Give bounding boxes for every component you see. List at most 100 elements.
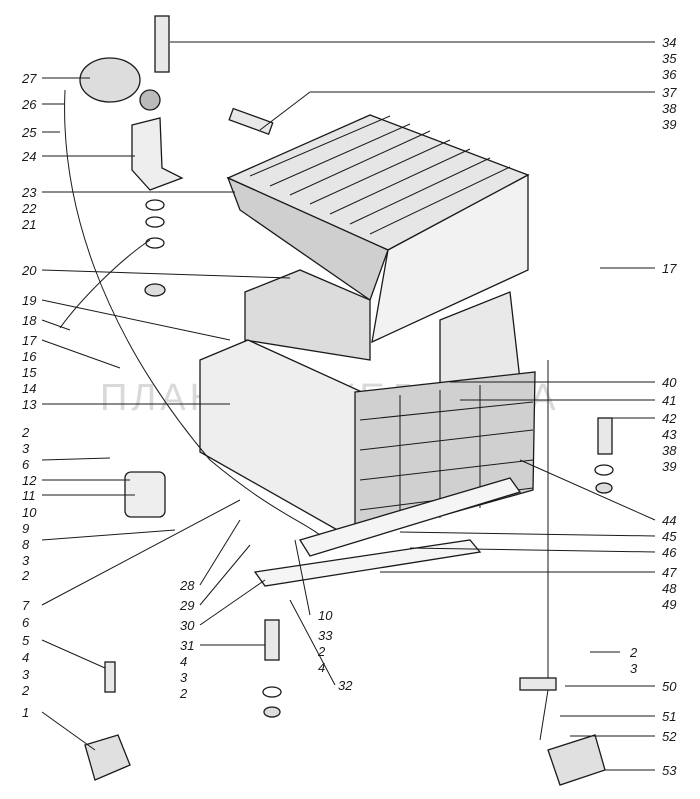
callout: 18 [22, 313, 37, 328]
callout: 10 [318, 608, 333, 623]
clamp-bolt [228, 107, 274, 135]
bolt-42 [597, 417, 613, 455]
lid-ribs [249, 115, 511, 235]
callout: 53 [662, 763, 677, 778]
callout: 4 [180, 654, 187, 669]
battery-box-lid-front [371, 173, 529, 344]
callout: 38 [662, 101, 677, 116]
callout: 3 [630, 661, 638, 676]
screw-5 [104, 661, 116, 693]
callout: 39 [662, 459, 676, 474]
washer-c [145, 237, 165, 249]
callout: 32 [338, 678, 353, 693]
callouts-middle: 28 29 30 31 4 3 2 10 33 2 4 32 [179, 578, 353, 701]
callout: 44 [662, 513, 676, 528]
callout: 17 [22, 333, 37, 348]
callouts-left: 27 26 25 24 23 22 21 20 19 18 17 16 15 1… [21, 71, 37, 720]
top-bolt [154, 15, 170, 73]
bolt-31 [264, 619, 280, 661]
callout: 19 [22, 293, 36, 308]
callout: 8 [22, 537, 30, 552]
callout: 48 [662, 581, 677, 596]
clamp-strip [253, 539, 482, 587]
callout: 40 [662, 375, 677, 390]
nut-31 [263, 706, 281, 718]
nut-top [144, 283, 166, 297]
callout: 28 [179, 578, 195, 593]
callout: 43 [662, 427, 677, 442]
base-rail [298, 477, 522, 557]
ground-cable [64, 89, 321, 536]
callout: 24 [21, 149, 36, 164]
callout: 50 [662, 679, 677, 694]
callouts-right: 34 35 36 37 38 39 17 40 41 42 43 38 39 4… [629, 35, 677, 778]
callout: 3 [22, 441, 30, 456]
washer-42 [594, 464, 614, 476]
callout: 12 [22, 473, 37, 488]
callout: 1 [22, 705, 29, 720]
callout: 16 [22, 349, 37, 364]
callout: 46 [662, 545, 677, 560]
washer-b [145, 216, 165, 228]
callout: 9 [22, 521, 29, 536]
callout: 13 [22, 397, 37, 412]
callout: 15 [22, 365, 37, 380]
callout: 39 [662, 117, 676, 132]
callout: 2 [21, 683, 30, 698]
small-parts [59, 15, 614, 786]
callout: 2 [179, 686, 188, 701]
callout: 30 [180, 618, 195, 633]
callout: 4 [318, 660, 325, 675]
callout: 37 [662, 85, 677, 100]
terminal-block-left [84, 734, 131, 781]
callout: 11 [22, 488, 36, 503]
callout: 20 [21, 263, 37, 278]
callout: 51 [662, 709, 676, 724]
terminal-block-right [547, 734, 606, 786]
callout: 7 [22, 598, 30, 613]
washer-a [145, 199, 165, 211]
callout: 10 [22, 505, 37, 520]
callout: 2 [629, 645, 638, 660]
callout: 27 [21, 71, 37, 86]
callout: 41 [662, 393, 676, 408]
callout: 3 [22, 667, 30, 682]
callout: 25 [21, 125, 37, 140]
callout: 2 [21, 425, 30, 440]
callout: 38 [662, 443, 677, 458]
callout: 2 [317, 644, 326, 659]
callout: 49 [662, 597, 676, 612]
callout: 6 [22, 457, 30, 472]
callout: 6 [22, 615, 30, 630]
callout: 21 [21, 217, 36, 232]
switch-bracket [131, 117, 184, 191]
switch-knob [139, 89, 161, 111]
battery-tray-front [199, 339, 363, 542]
bolt-50 [519, 677, 557, 691]
callout: 34 [662, 35, 676, 50]
callout: 5 [22, 633, 30, 648]
tray-grid [359, 385, 534, 528]
callout: 33 [318, 628, 333, 643]
callout: 3 [180, 670, 188, 685]
callout: 2 [21, 568, 30, 583]
callout: 52 [662, 729, 677, 744]
battery-left [244, 269, 371, 361]
callout: 29 [179, 598, 194, 613]
callout: 17 [662, 261, 677, 276]
nut-42 [595, 482, 613, 494]
washer-31a [262, 686, 282, 698]
callout: 31 [180, 638, 194, 653]
short-cable [59, 239, 151, 329]
callout: 22 [21, 201, 37, 216]
callout: 42 [662, 411, 677, 426]
ground-switch [79, 57, 141, 103]
leader-lines [41, 41, 656, 771]
battery-box-drawing [199, 114, 536, 587]
callout: 14 [22, 381, 36, 396]
callout: 35 [662, 51, 677, 66]
callout: 47 [662, 565, 677, 580]
callout: 23 [21, 185, 37, 200]
